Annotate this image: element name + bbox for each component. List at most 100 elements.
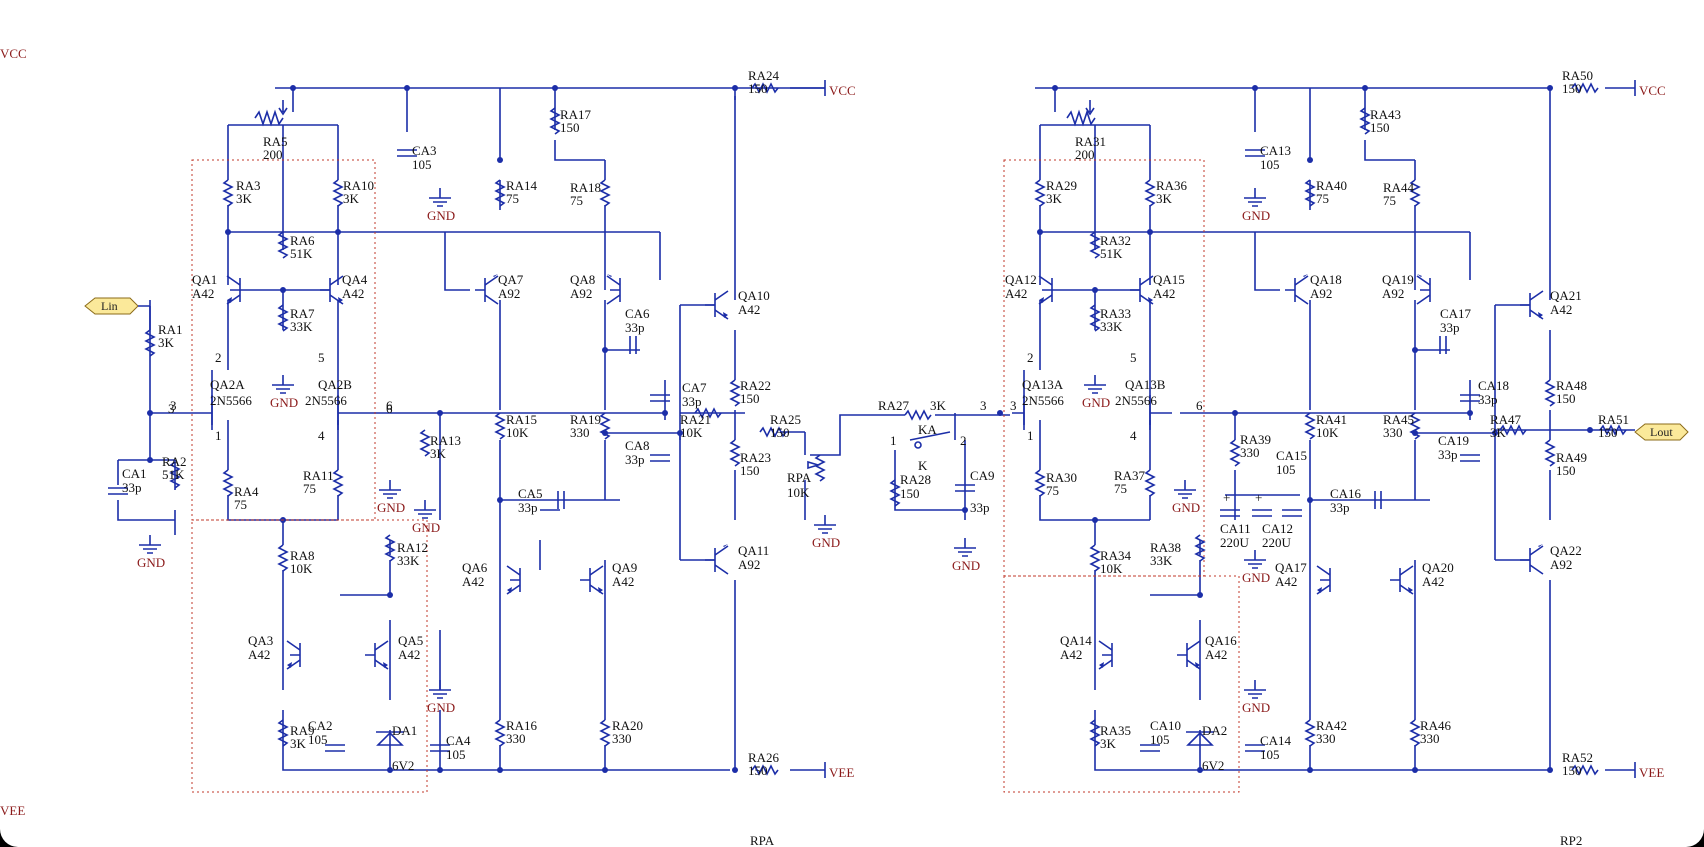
- pin-b-5: 4: [1130, 428, 1137, 443]
- resistor-ra8: [277, 544, 289, 572]
- cut-label-2: RP2: [1560, 833, 1582, 847]
- zener-da1: [376, 731, 404, 746]
- ref-ca17: CA17: [1440, 306, 1472, 321]
- plus-ca11: +: [1223, 490, 1230, 505]
- ref-qa5: QA5: [398, 633, 423, 648]
- ref-ra47: RA47: [1490, 412, 1522, 427]
- value-ra10: 3K: [343, 191, 360, 206]
- ref-qa10: QA10: [738, 288, 770, 303]
- gnd-label-5: GND: [377, 500, 405, 515]
- ref-ra44: RA44: [1383, 180, 1415, 195]
- ref-ra41: RA41: [1316, 412, 1347, 427]
- value-ra29: 3K: [1046, 191, 1063, 206]
- transistor-qa7: [475, 274, 499, 305]
- cap-ca1: [108, 487, 128, 495]
- resistor-ra35: [1089, 719, 1101, 747]
- resistor-ra19: [599, 412, 611, 440]
- pot-rpa: [807, 454, 826, 482]
- junction-dots: [147, 85, 1593, 773]
- ref-ra4: RA4: [234, 484, 259, 499]
- resistor-ra1: [144, 329, 156, 357]
- ref-ra16: RA16: [506, 718, 538, 733]
- ref-ra10: RA10: [343, 178, 374, 193]
- ref-ra9: RA9: [290, 723, 315, 738]
- pin-a-3: 6: [386, 398, 393, 413]
- ref-ra12: RA12: [397, 540, 428, 555]
- gnd-label-9: GND: [1082, 395, 1110, 410]
- cap-ca10: [1140, 744, 1160, 752]
- gnd-label-7: GND: [812, 535, 840, 550]
- value-ra21: 10K: [680, 425, 703, 440]
- ref-ra25: RA25: [770, 412, 801, 427]
- value-ra8: 10K: [290, 561, 313, 576]
- ref-qa12: QA12: [1005, 272, 1037, 287]
- part-qa1: A42: [192, 286, 214, 301]
- ref-ra39: RA39: [1240, 432, 1271, 447]
- resistor-ra48: [1544, 379, 1556, 407]
- switch-contact: [914, 441, 922, 449]
- ref-ca9: CA9: [970, 468, 995, 483]
- transistor-qa11: [705, 544, 729, 575]
- value-ra30: 75: [1046, 483, 1059, 498]
- resistor-ra25: [759, 426, 787, 438]
- node-a-6: 6: [386, 401, 393, 416]
- cap-ca15: [1282, 509, 1302, 517]
- current-source-box-a: [191, 519, 428, 793]
- resistor-ra10: [332, 179, 344, 207]
- ref-ra29: RA29: [1046, 178, 1077, 193]
- part-qa5: A42: [398, 647, 420, 662]
- ref-ra20: RA20: [612, 718, 643, 733]
- resistor-ra51: [1599, 424, 1627, 436]
- ref-ra46: RA46: [1420, 718, 1452, 733]
- input-port[interactable]: Lin: [84, 297, 139, 315]
- resistor-ra43: [1359, 107, 1371, 135]
- svg-text:VEE: VEE: [1639, 765, 1664, 780]
- value-ra24: 150: [748, 81, 768, 96]
- value-ra31: 200: [1075, 147, 1095, 162]
- part-qa3: A42: [248, 647, 270, 662]
- transistor-qa5: [365, 640, 389, 670]
- transistor-qa18: [1285, 274, 1309, 305]
- ref-ra21: RA21: [680, 412, 711, 427]
- resistor-ra39: [1229, 439, 1241, 467]
- transistor-qa14: [1098, 640, 1113, 670]
- transistor-qa1: [226, 275, 241, 305]
- value-ra32: 51K: [1100, 246, 1123, 261]
- pin-b-0: 2: [1027, 350, 1034, 365]
- ref-ca6: CA6: [625, 306, 650, 321]
- label-k: K: [918, 458, 928, 473]
- pin-b-3: 6: [1196, 398, 1203, 413]
- jfet-qa2: [200, 395, 360, 430]
- component-marks: RA13KRA251KRA33KRA475RA5200RA651KRA733KR…: [108, 68, 1629, 778]
- gnd-ra13: [414, 500, 436, 519]
- svg-text:VCC: VCC: [829, 83, 856, 98]
- value-ra16: 330: [506, 731, 526, 746]
- value-ra44: 75: [1383, 193, 1396, 208]
- value-ra5: 200: [263, 147, 283, 162]
- transistor-qa8: [606, 274, 621, 305]
- output-port[interactable]: Lout: [1634, 423, 1689, 441]
- switch-pin-1: 1: [890, 433, 897, 448]
- resistor-ra52: [1571, 764, 1599, 776]
- resistor-ra18: [599, 179, 611, 207]
- value-ra40: 75: [1316, 191, 1329, 206]
- value-ra3: 3K: [236, 191, 253, 206]
- ref-ra11: RA11: [303, 468, 334, 483]
- ref-qa21: QA21: [1550, 288, 1582, 303]
- ref-ra36: RA36: [1156, 178, 1188, 193]
- part-qa9: A42: [612, 574, 634, 589]
- ref-ca3: CA3: [412, 143, 437, 158]
- ref-ra42: RA42: [1316, 718, 1347, 733]
- ref-qa13a: QA13A: [1022, 377, 1064, 392]
- cap-ca17: [1439, 336, 1447, 354]
- ref-ra37: RA37: [1114, 468, 1146, 483]
- gnd-label-4: GND: [412, 520, 440, 535]
- ref-ra14: RA14: [506, 178, 538, 193]
- value-ca8: 33p: [625, 452, 645, 467]
- ref-qa17: QA17: [1275, 560, 1307, 575]
- value-ra19: 330: [570, 425, 590, 440]
- input-port-label: Lin: [101, 299, 118, 313]
- resistor-ra40: [1304, 179, 1316, 207]
- ref-rpa: RPA: [787, 470, 812, 485]
- resistor-ra44: [1409, 179, 1421, 207]
